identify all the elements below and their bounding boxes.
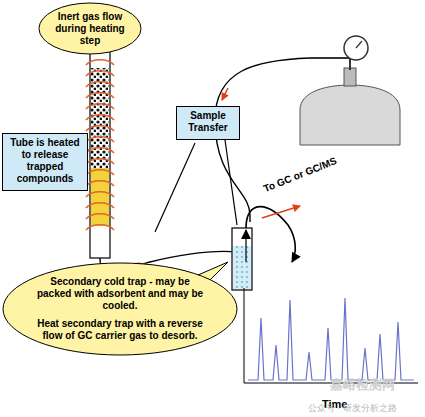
node-text: Inert gas flow during heating step [53,11,127,47]
node-text: Tube is heated to release trapped compou… [6,137,84,185]
callout-bubble: Inert gas flow during heating step [38,2,142,55]
label-box: Tube is heated to release trapped compou… [2,133,88,191]
watermark: 嘉峪检测网 [330,376,395,394]
watermark: 公众号 · 研发分析之路 [308,402,397,415]
flow-arrow [222,88,228,100]
leader-line [225,140,237,225]
gas-cylinder [300,36,400,145]
cold-trap [232,228,252,290]
flow-arrow [245,230,246,262]
node-text: Heat secondary trap with a reverse flow … [35,318,205,342]
heating-coil [86,60,114,230]
node-text: Sample Transfer [180,110,236,134]
trap-packing [233,246,251,289]
leader-line [155,143,195,232]
sorbent-bed [91,168,109,226]
chromatogram [244,288,418,383]
flow-arrow [262,206,300,218]
carrier-line [215,58,310,222]
flow-label: To GC or GC/MS [262,155,338,194]
label-box: Sample Transfer [176,106,240,140]
node-text: Secondary cold trap - may be packed with… [35,276,205,312]
callout-bubble: Secondary cold trap - may be packed with… [2,262,238,356]
